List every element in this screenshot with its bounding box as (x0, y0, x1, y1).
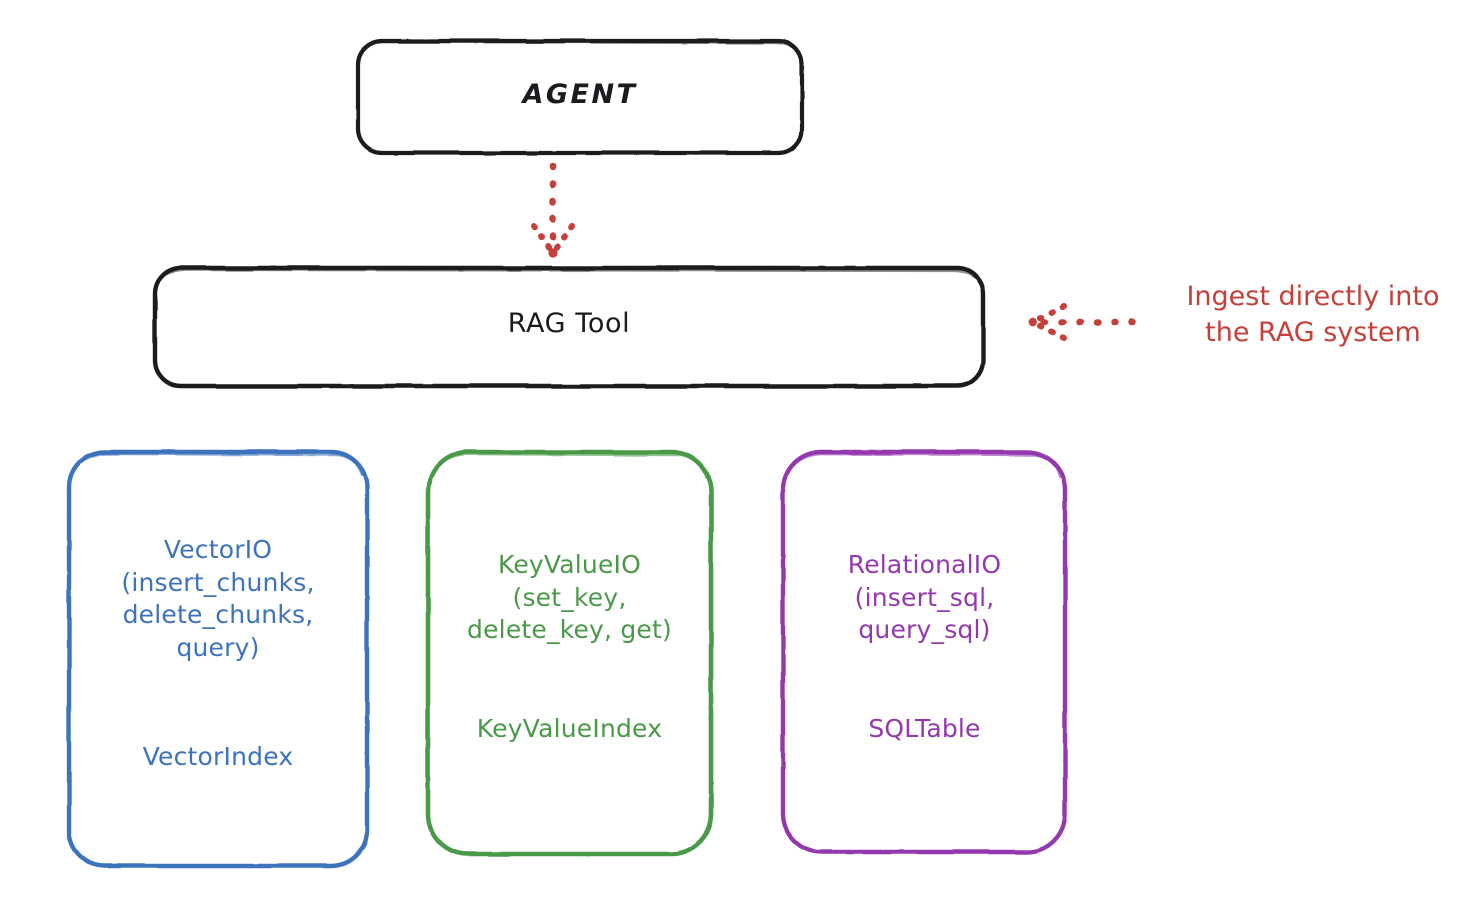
key-value-io-box-sketch-overstroke (431, 452, 708, 479)
rag-tool-node[interactable] (152, 265, 986, 389)
arrowhead-tip (548, 248, 558, 258)
ingest-arrow (1028, 303, 1137, 341)
key-value-io-box (425, 449, 714, 857)
relational-io-box-sketch-overstroke (786, 452, 1062, 479)
vector-io-node[interactable] (66, 449, 370, 869)
arrowhead-right (551, 223, 575, 255)
arrowhead-left (531, 223, 555, 255)
ingest-arrowhead-tip (1028, 317, 1038, 327)
relational-io-node[interactable] (780, 449, 1068, 855)
rag-tool-box-sketch-overstroke (159, 268, 981, 284)
vector-io-box-sketch-overstroke (73, 452, 364, 477)
ingest-arrowhead-top (1032, 303, 1067, 324)
vector-io-box (66, 449, 370, 869)
ingest-arrowhead-bottom (1032, 320, 1067, 341)
agent-to-rag-arrow (531, 162, 575, 258)
agent-box (355, 38, 805, 156)
rag-tool-box (152, 265, 986, 389)
key-value-io-node[interactable] (425, 449, 714, 857)
agent-box-sketch-overstroke (361, 40, 800, 55)
relational-io-box (780, 449, 1068, 855)
agent-node[interactable] (355, 38, 805, 156)
